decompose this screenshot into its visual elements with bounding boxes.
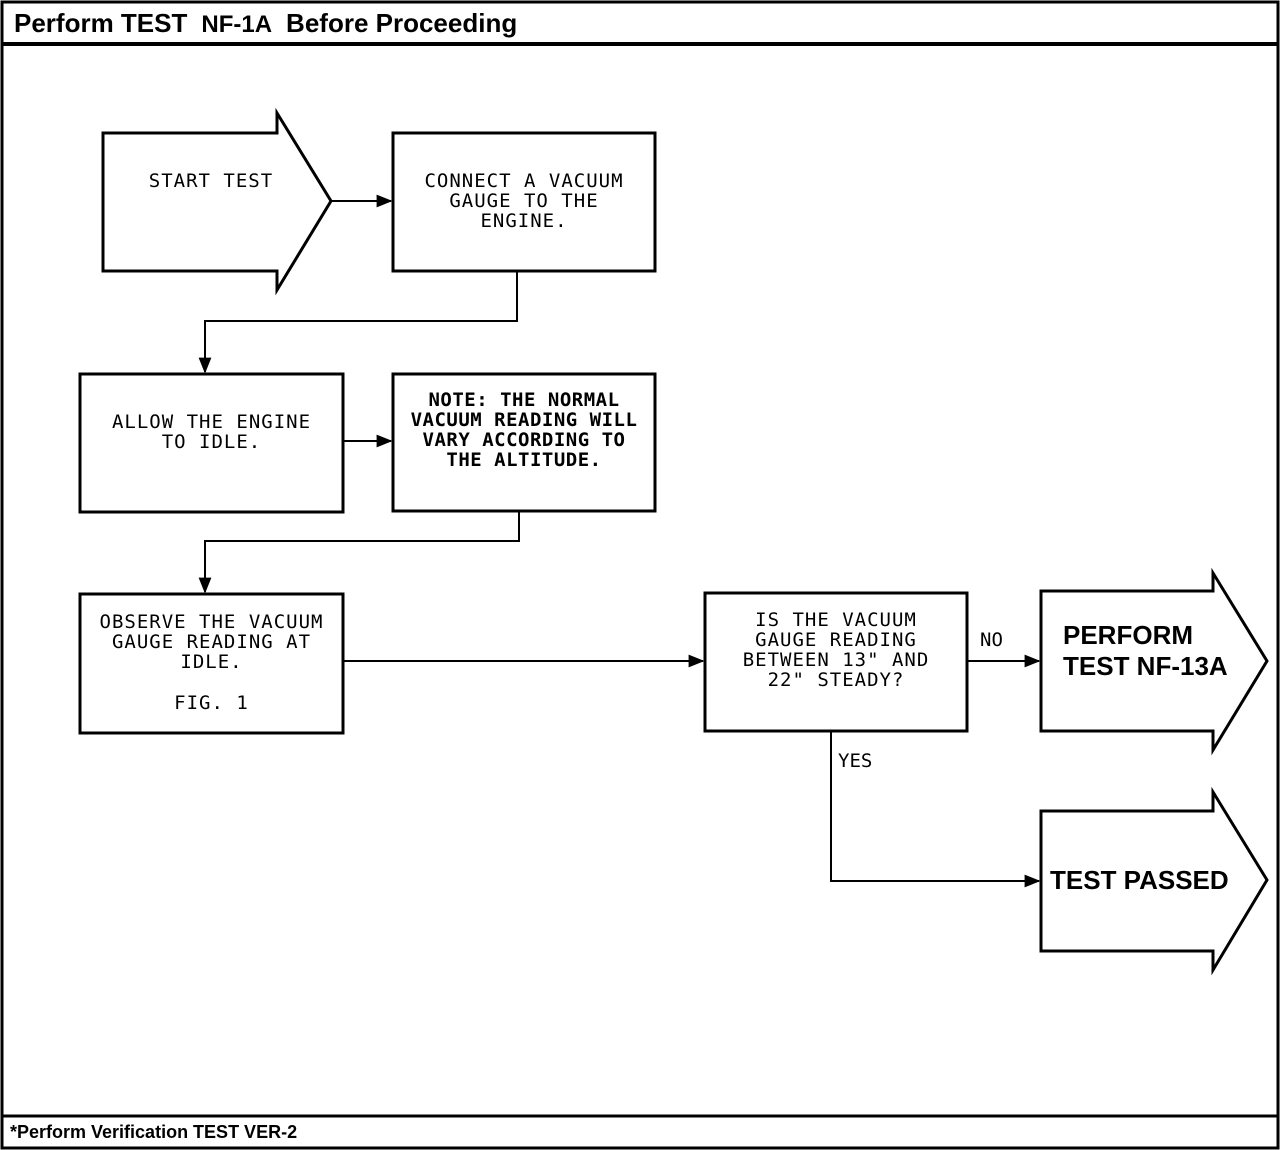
- header-test-code: NF-1A: [201, 11, 273, 38]
- test-passed-shape: [1039, 786, 1269, 976]
- connect-gauge-label: CONNECT A VACUUM GAUGE TO THE ENGINE.: [424, 170, 624, 232]
- allow-idle-box: [78, 372, 345, 514]
- no-branch-label: NO: [980, 629, 1003, 651]
- note-box: [391, 372, 657, 513]
- connect-gauge-box: [391, 131, 657, 273]
- yes-branch-label: YES: [838, 750, 873, 772]
- decision-label: IS THE VACUUM GAUGE READING BETWEEN 13" …: [742, 609, 930, 691]
- start-test-shape: [101, 107, 333, 296]
- page-header: Perform TEST NF-1A Before Proceeding: [14, 6, 517, 42]
- header-suffix: Before Proceeding: [286, 8, 518, 38]
- perform-nf13a-label: PERFORM TEST NF-13A: [1063, 620, 1228, 681]
- perform-nf13a-shape: [1039, 567, 1269, 756]
- note-label: NOTE: THE NORMAL VACUUM READING WILL VAR…: [410, 389, 638, 471]
- connector-connect-to-idle: [198, 271, 518, 374]
- decision-box: [703, 591, 969, 733]
- observe-box: [78, 592, 345, 735]
- test-passed-label: TEST PASSED: [1050, 865, 1229, 895]
- footer-note: *Perform Verification TEST VER-2: [10, 1122, 298, 1142]
- observe-label: OBSERVE THE VACUUM GAUGE READING AT IDLE…: [99, 611, 324, 673]
- allow-idle-label: ALLOW THE ENGINE TO IDLE.: [111, 411, 312, 453]
- observe-figure-ref: FIG. 1: [174, 692, 249, 714]
- connector-yes-branch: [830, 731, 1041, 888]
- connector-note-to-observe: [198, 511, 520, 594]
- header-prefix: Perform TEST: [14, 8, 188, 38]
- start-test-label: START TEST: [148, 170, 274, 192]
